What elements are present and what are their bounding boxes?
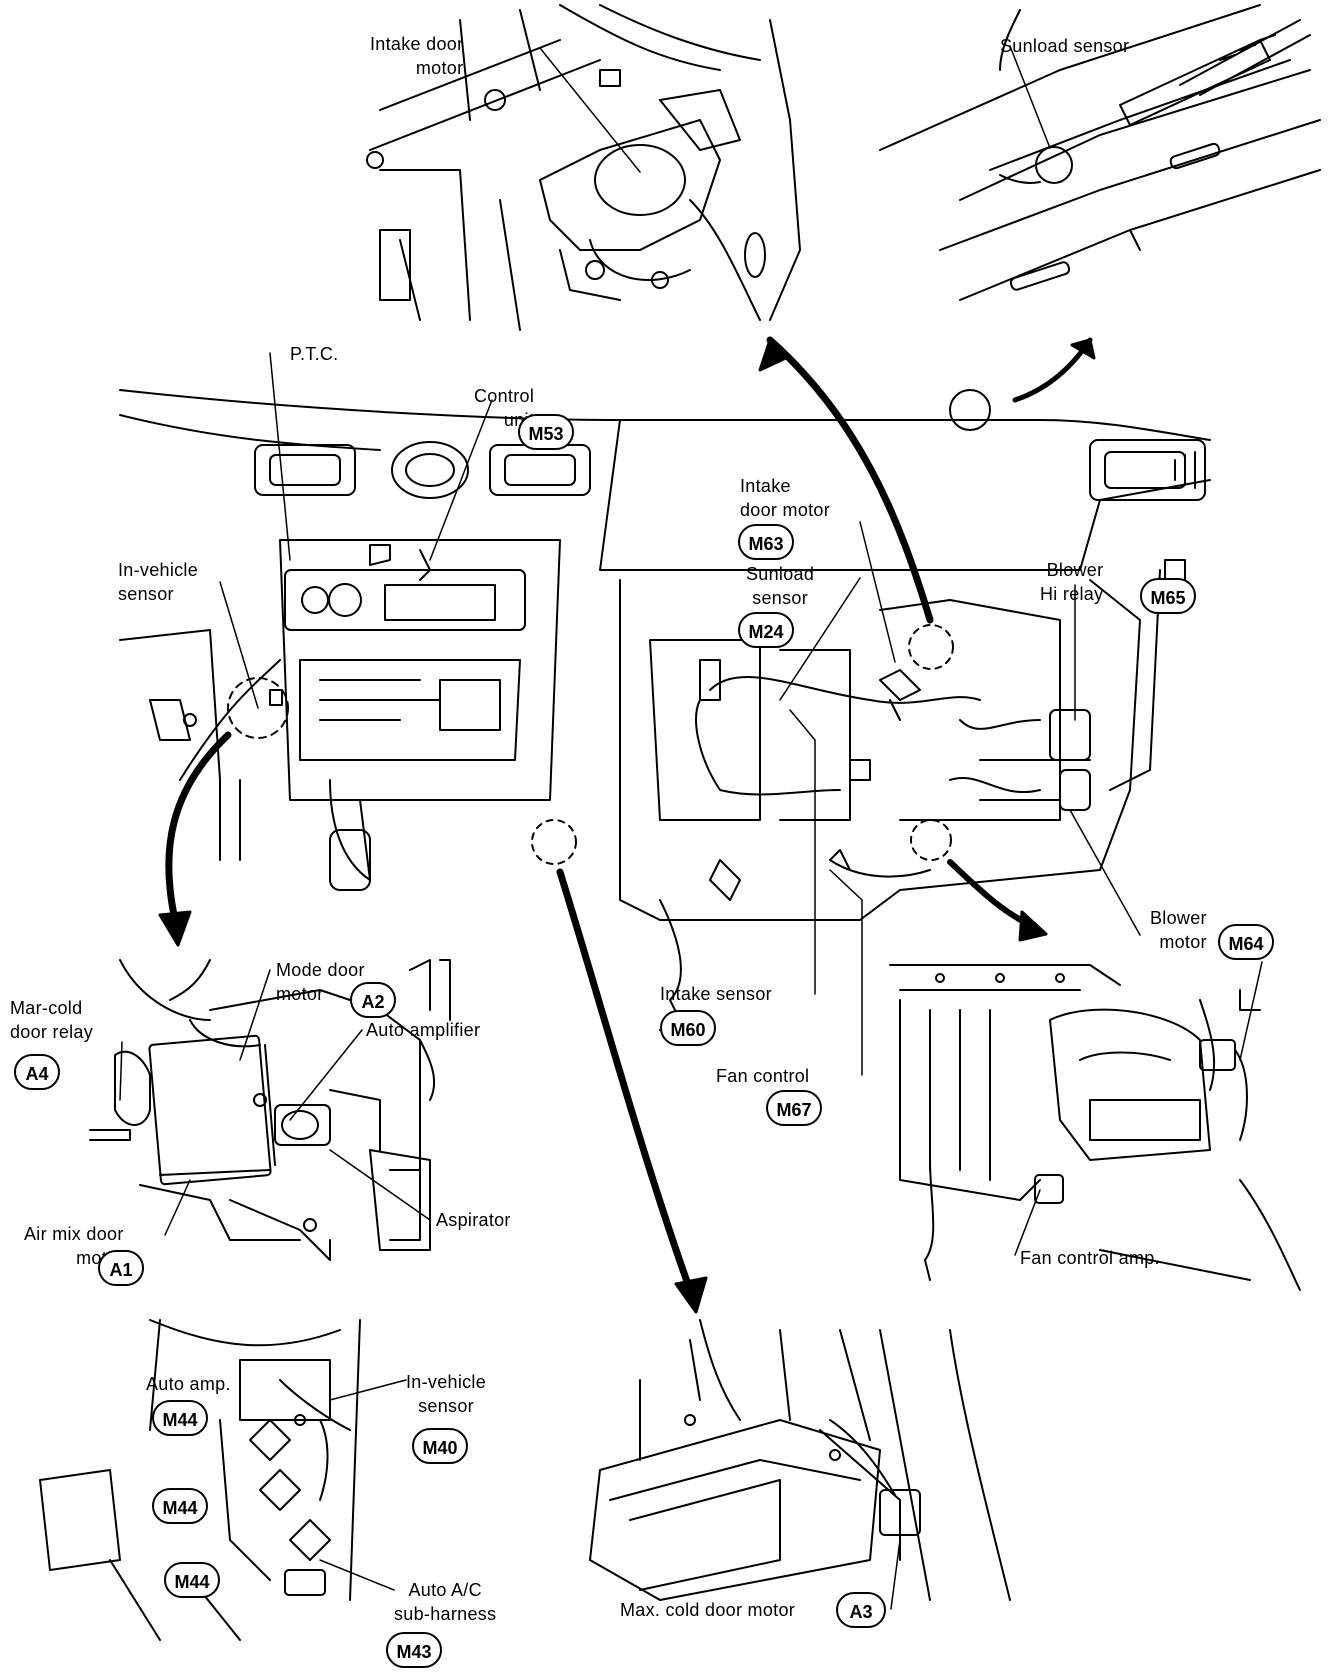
connector-tag-auto-amp-2: M44 <box>152 1488 208 1524</box>
connector-tag-blower-hi-relay: M65 <box>1140 578 1196 614</box>
connector-tag-mode-door-motor: A2 <box>350 982 396 1018</box>
label-intake-door-motor-top: Intake door motor <box>370 34 464 78</box>
label-blower-motor: Blower motor <box>1150 908 1207 952</box>
label-blower-hi-relay: Blower Hi relay <box>1040 560 1104 604</box>
label-aspirator: Aspirator <box>436 1210 511 1230</box>
leader-lines <box>119 45 1263 1610</box>
label-fan-control-amp-detail: Fan control amp. <box>1020 1248 1160 1268</box>
detail-sunload-sensor <box>879 4 1321 301</box>
label-ptc: P.T.C. <box>290 344 339 364</box>
connector-tag-fan-control-amp: M67 <box>766 1090 822 1126</box>
label-auto-amplifier: Auto amplifier <box>366 1020 481 1040</box>
detail-intake-door-motor <box>366 4 801 331</box>
detail-max-cold-door-motor <box>589 1319 1011 1601</box>
label-in-vehicle-sensor-detail: In-vehicle sensor <box>406 1372 487 1416</box>
connector-tag-max-cold-door-motor: A3 <box>836 1592 886 1628</box>
arrows <box>158 336 1096 1314</box>
connector-tag-auto-amp-3: M44 <box>164 1562 220 1598</box>
connector-tag-intake-sensor: M60 <box>660 1010 716 1046</box>
label-auto-amp: Auto amp. <box>146 1374 231 1394</box>
connector-tag-control-unit: M53 <box>518 414 574 450</box>
connector-tag-mar-cold-door-relay: A4 <box>14 1054 60 1090</box>
label-sunload-sensor-center: Sunload sensor <box>746 564 815 608</box>
label-max-cold-door-motor: Max. cold door motor <box>620 1600 796 1620</box>
detail-blower-motor <box>889 964 1301 1291</box>
connector-tag-intake-door-motor: M63 <box>738 524 794 560</box>
detail-auto-amp-harness <box>39 1319 361 1641</box>
label-mode-door-motor: Mode door motor <box>276 960 365 1004</box>
connector-tag-blower-motor: M64 <box>1218 924 1274 960</box>
label-intake-sensor: Intake sensor <box>660 984 772 1004</box>
label-auto-ac-sub-harness: Auto A/C sub-harness <box>394 1580 497 1624</box>
detail-instrument-panel <box>119 389 1211 1031</box>
label-control-unit: Control unit <box>474 386 535 430</box>
connector-tag-in-vehicle-sensor: M40 <box>412 1428 468 1464</box>
connector-tag-auto-ac-sub-harness: M43 <box>386 1632 442 1668</box>
label-in-vehicle-sensor-center: In-vehicle sensor <box>118 560 199 604</box>
label-intake-door-motor-center: Intake door motor <box>740 476 831 520</box>
detail-auto-amplifier <box>89 959 451 1261</box>
connector-tag-auto-amp-1: M44 <box>152 1400 208 1436</box>
connector-tag-air-mix-door-motor: A1 <box>98 1250 144 1286</box>
label-sunload-sensor-top: Sunload sensor <box>1000 36 1130 56</box>
connector-tag-sunload-sensor: M24 <box>738 612 794 648</box>
label-mar-cold-door-relay: Mar-cold door relay <box>10 998 94 1042</box>
